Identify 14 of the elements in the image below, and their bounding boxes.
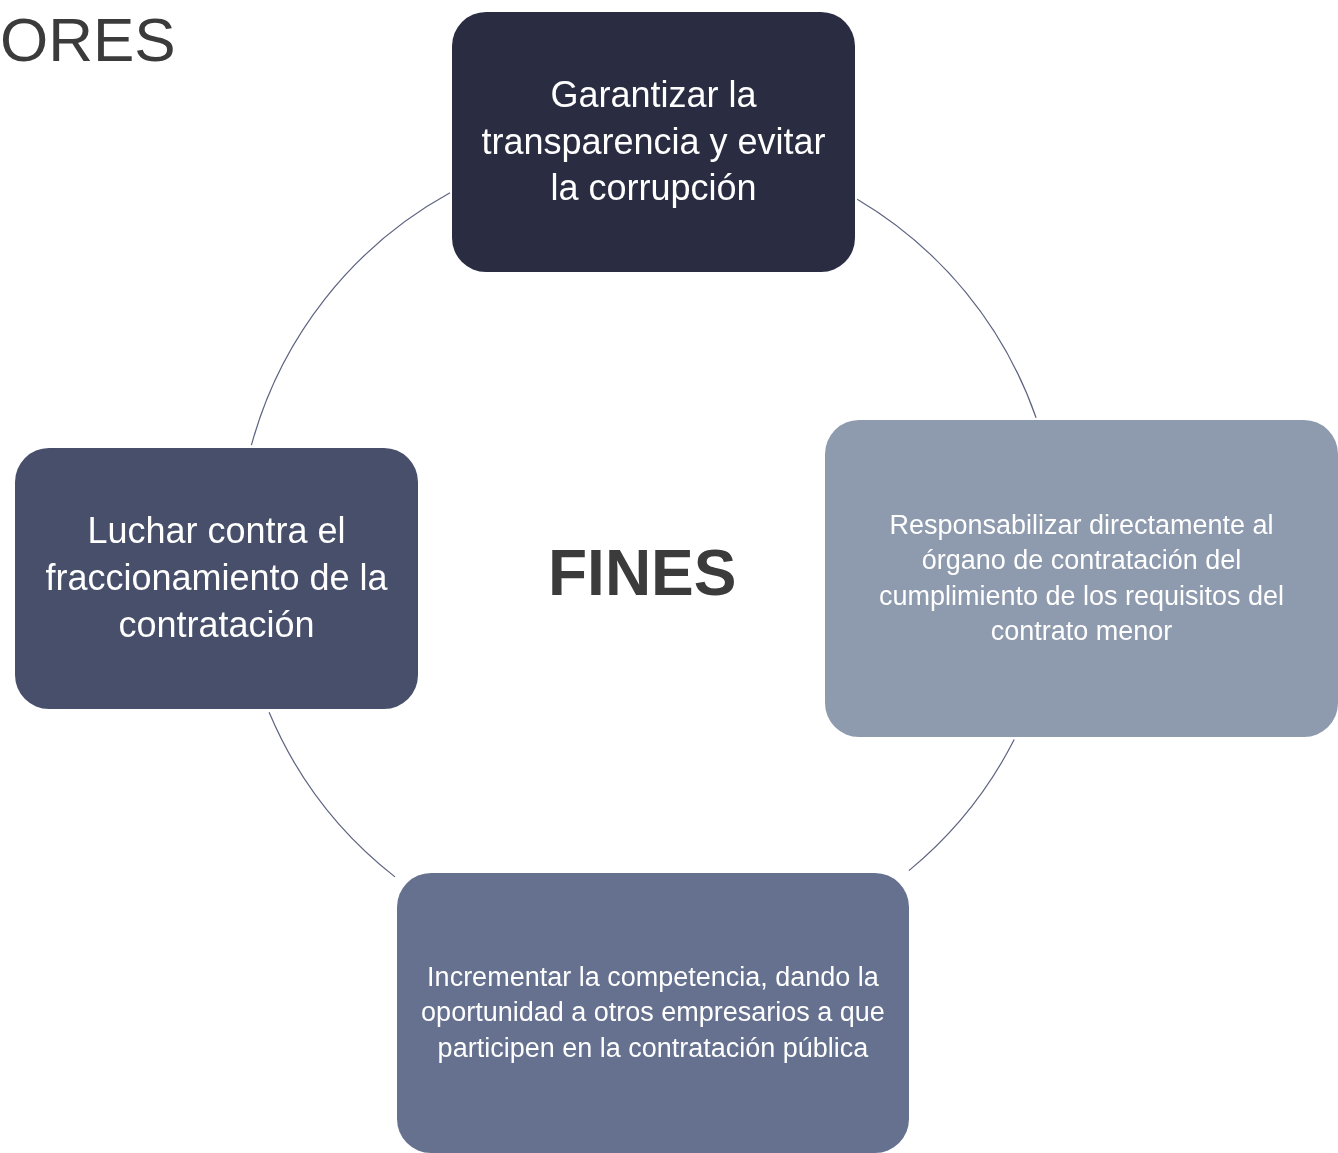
box-text: Responsabilizar directamente al órgano de contratación del cumplimiento de los requisitos del contrato menor (877, 509, 1286, 648)
rounded-box (452, 12, 855, 272)
box-text: Luchar contra el fraccionamiento de la contratación (44, 509, 389, 647)
rounded-box (825, 420, 1338, 737)
box-text: Garantizar la transparencia y evitar la corrupción (480, 72, 827, 211)
rounded-box (15, 448, 418, 709)
connector-arc (856, 198, 1037, 419)
rounded-box (397, 873, 909, 1153)
connector-arc (268, 711, 396, 878)
connector-arc (908, 739, 1015, 872)
connector-arc (250, 192, 451, 446)
center-label: FINES (548, 536, 737, 610)
heading-text: ORES (0, 4, 176, 75)
box-text: Incrementar la competencia, dando la oportunidad a otros empresarios a que participen en la contratación pública (420, 961, 886, 1065)
